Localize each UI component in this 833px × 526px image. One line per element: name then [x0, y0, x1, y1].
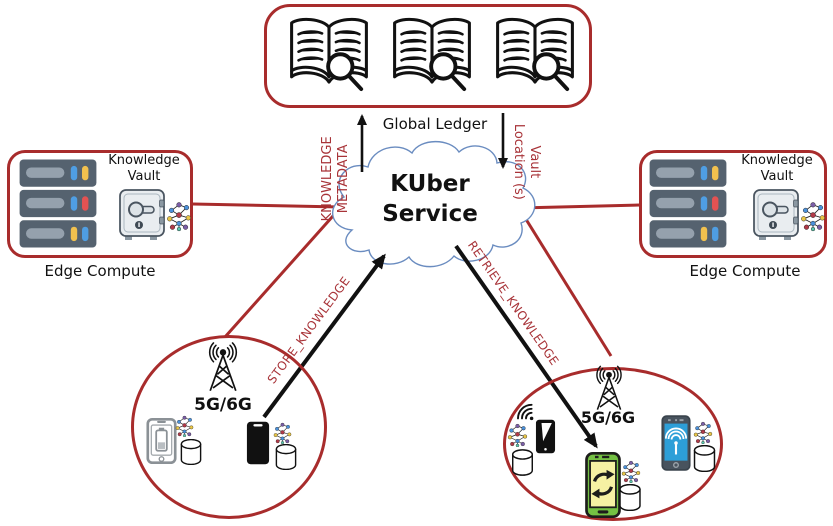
knowledge-graph-icon	[165, 188, 193, 244]
ledger-book-icon	[388, 16, 476, 96]
ledger-book-icon	[491, 16, 579, 96]
vault-safe-icon	[118, 186, 168, 244]
smartphone-wifi-blue-icon	[661, 414, 691, 472]
link-cloud-to-left-network	[223, 206, 343, 338]
knowledge-graph-icon	[692, 421, 714, 444]
link-left-edge-to-cloud	[192, 202, 342, 209]
ran-label-right: 5G/6G	[580, 408, 636, 427]
knowledge-graph-icon	[272, 422, 293, 444]
database-icon	[618, 484, 642, 511]
edge-compute-caption-right: Edge Compute	[689, 262, 801, 280]
kuber-service-label: KUber Service	[382, 171, 478, 227]
knowledge-graph-icon	[174, 415, 195, 437]
vault-location-label: Vault Location (s)	[511, 123, 542, 200]
link-cloud-to-right-network	[517, 207, 613, 357]
vault-safe-icon	[752, 186, 802, 244]
database-icon	[179, 439, 203, 465]
smartphone-battery-icon	[146, 418, 177, 464]
knowledge-graph-icon	[799, 188, 827, 244]
knowledge-graph-icon	[620, 460, 642, 483]
cell-tower-icon	[191, 342, 255, 394]
edge-compute-caption-left: Edge Compute	[44, 262, 156, 280]
cell-tower-icon	[580, 365, 638, 413]
kuber-cloud-shape	[331, 140, 536, 268]
knowledge-metadata-label: KNOWLEDGE METADATA	[320, 136, 351, 222]
ledger-book-icon	[285, 16, 373, 96]
smartphone-dark-icon	[246, 420, 270, 466]
global-ledger-caption: Global Ledger	[382, 115, 488, 133]
server-rack-icon	[18, 156, 98, 251]
access-network-left	[131, 335, 327, 519]
database-icon	[274, 444, 298, 470]
access-network-right	[503, 367, 723, 521]
link-cloud-to-right-edge	[518, 203, 641, 210]
knowledge-vault-label-left: Knowledge Vault	[108, 153, 180, 184]
smartphone-sync-green-icon	[585, 452, 621, 518]
database-icon	[511, 449, 534, 476]
server-rack-icon	[648, 156, 728, 251]
knowledge-graph-icon	[506, 423, 529, 447]
ran-label-left: 5G/6G	[194, 395, 252, 415]
database-icon	[692, 445, 717, 472]
knowledge-vault-label-right: Knowledge Vault	[741, 153, 813, 184]
smartphone-dark-icon	[534, 419, 557, 454]
